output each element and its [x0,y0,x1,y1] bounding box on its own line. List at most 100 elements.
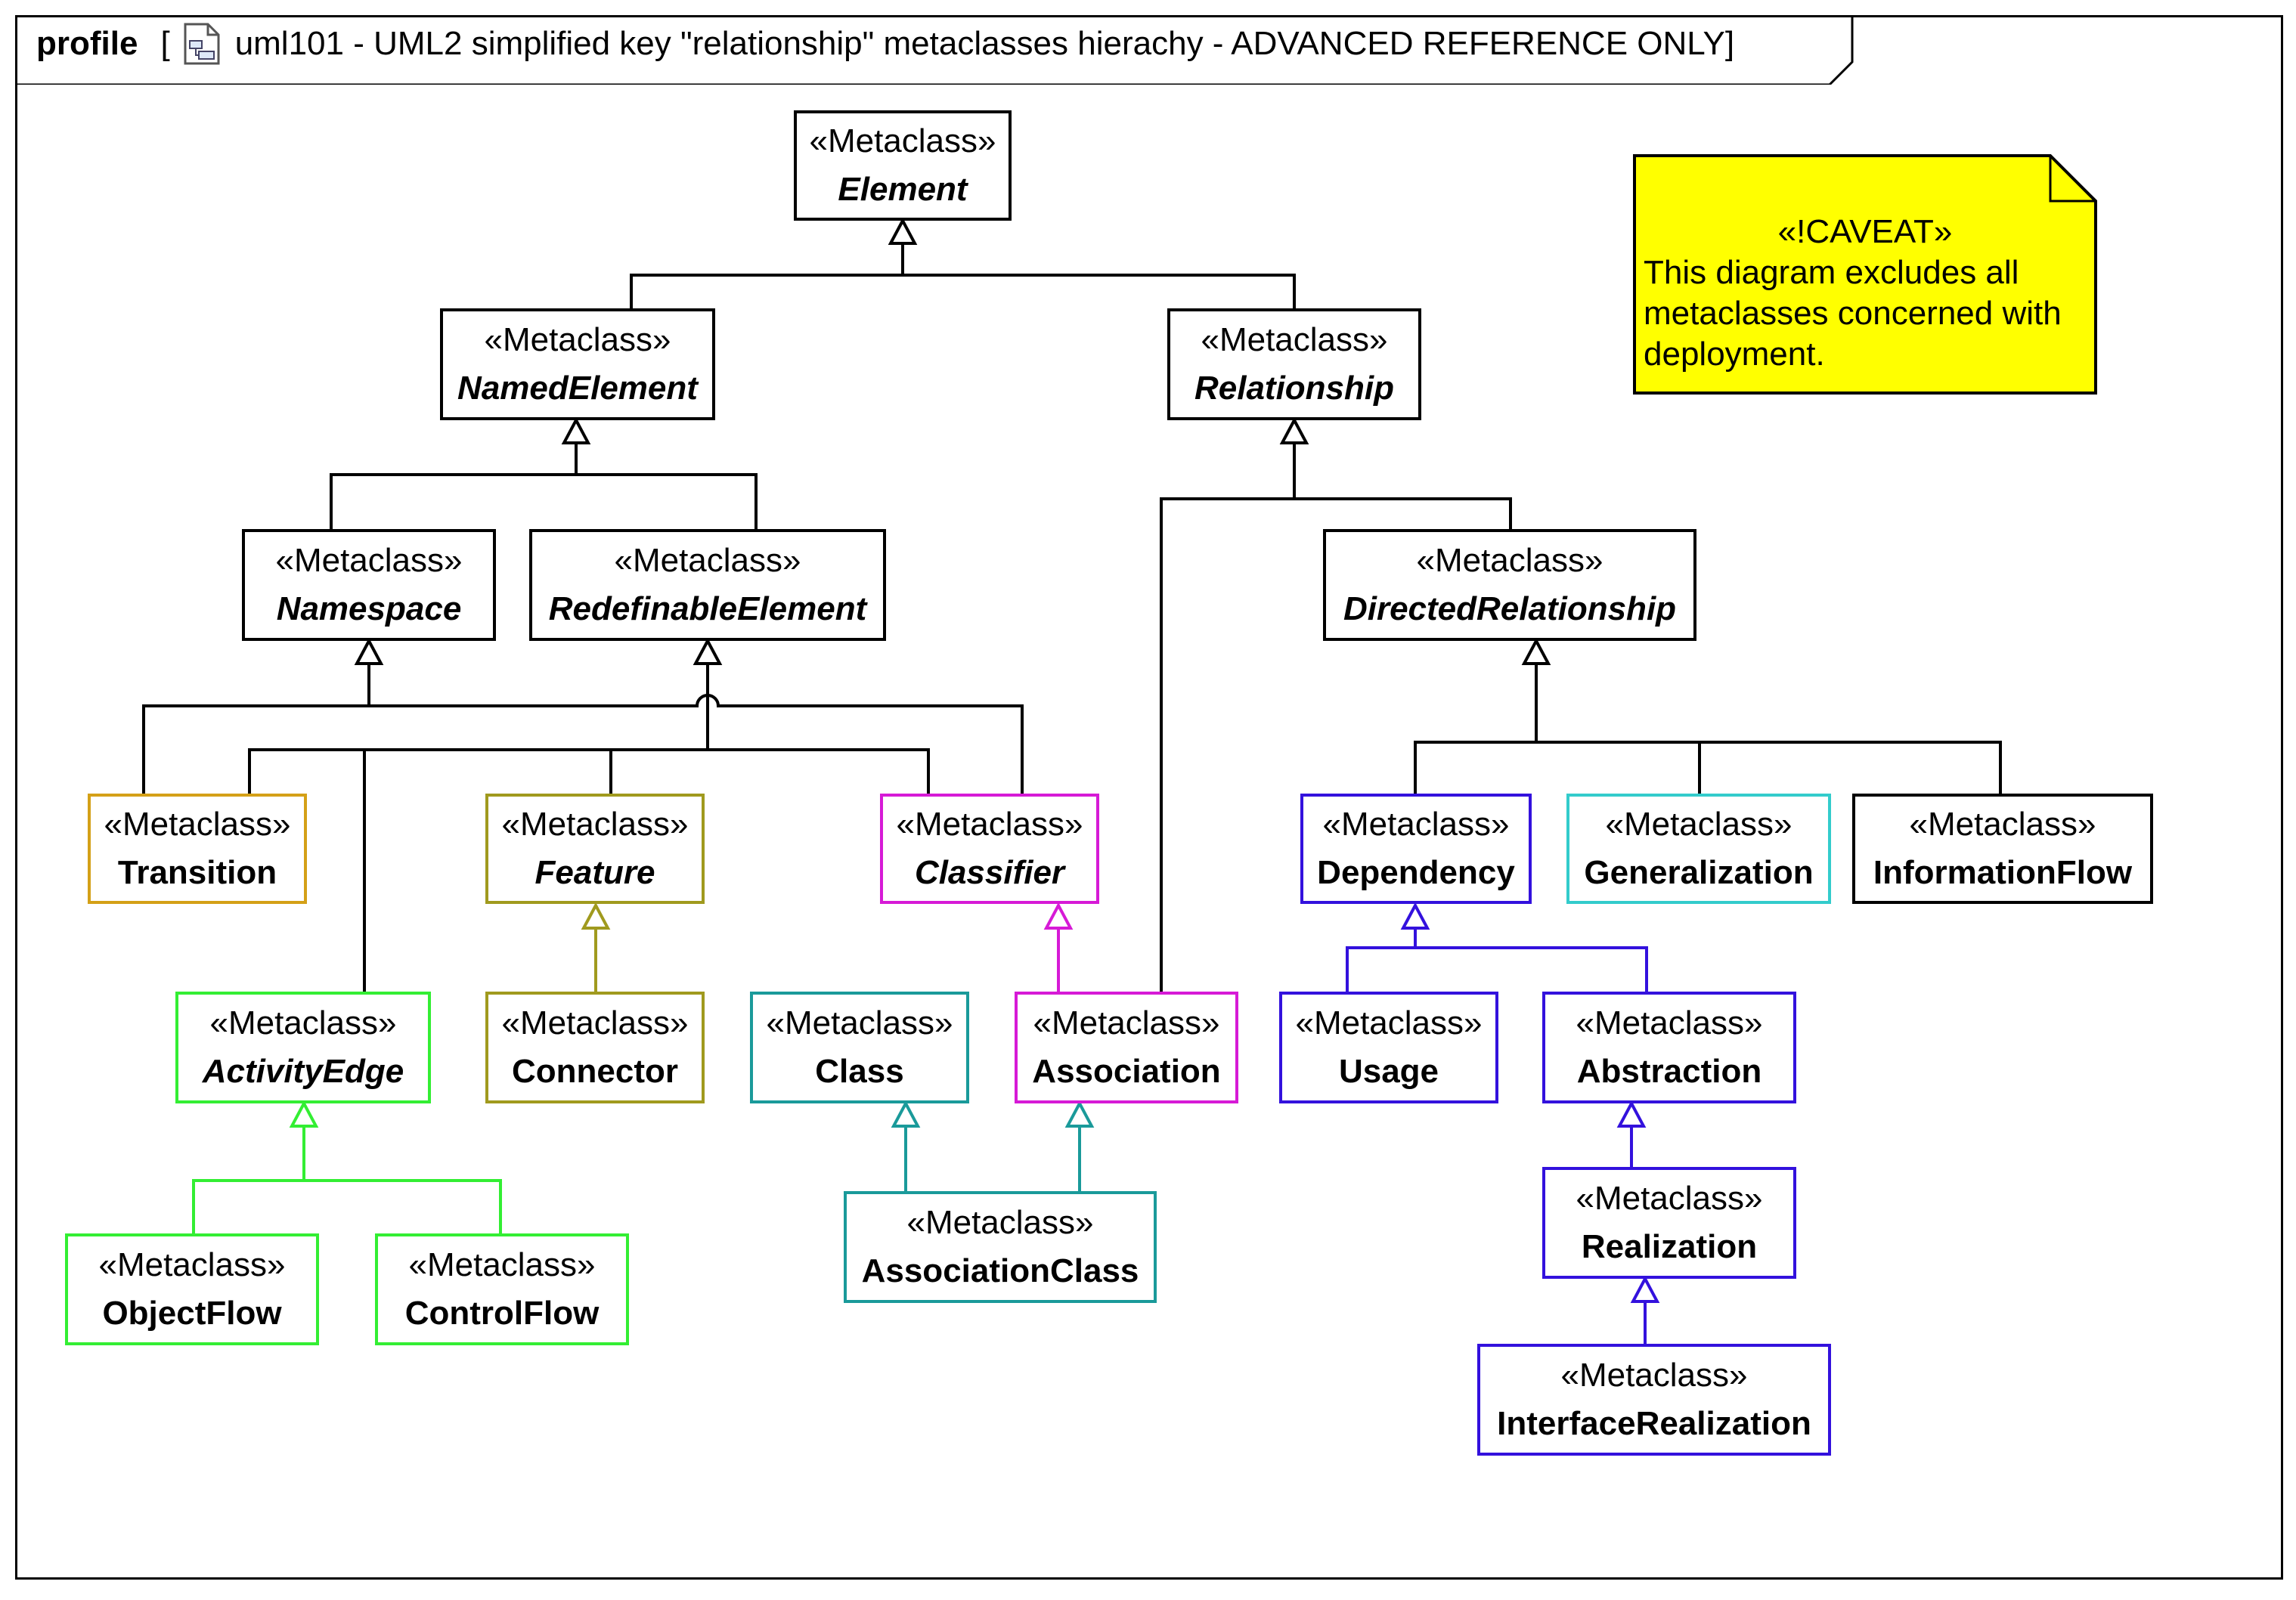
metaclass-stereotype: «Metaclass» [896,806,1083,843]
edge-namespace-bar-right [694,694,1024,794]
generalization-arrowhead [1043,902,1074,930]
metaclass-transition[interactable]: «Metaclass» Transition [88,794,307,904]
edge-redefinable-bar [248,748,930,794]
metaclass-association[interactable]: «Metaclass» Association [1015,992,1238,1103]
metaclass-activityedge[interactable]: «Metaclass»ActivityEdge [175,992,431,1103]
generalization-arrowhead [1521,637,1551,665]
metaclass-name: Realization [1581,1228,1758,1265]
metaclass-usage[interactable]: «Metaclass» Usage [1279,992,1498,1103]
generalization-arrowhead [581,902,611,930]
metaclass-relationship[interactable]: «Metaclass» Relationship [1167,308,1421,420]
metaclass-objectflow[interactable]: «Metaclass» ObjectFlow [65,1233,319,1345]
diagram-frame [15,15,2283,1580]
edge-activityedge-children [192,1179,502,1233]
generalization-arrowhead [1279,416,1309,444]
metaclass-name: ObjectFlow [102,1295,282,1332]
metaclass-namedelement[interactable]: «Metaclass»NamedElement [440,308,715,420]
metaclass-name: InterfaceRealization [1497,1405,1811,1442]
metaclass-name: DirectedRelationship [1343,590,1677,627]
metaclass-classifier[interactable]: «Metaclass» Classifier [880,794,1099,904]
generalization-arrowhead [289,1100,319,1128]
frame-header: profile [ uml101 - UML2 simplified key "… [36,21,1734,67]
metaclass-namespace[interactable]: «Metaclass» Namespace [242,529,496,641]
metaclass-stereotype: «Metaclass» [408,1246,596,1283]
metaclass-stereotype: «Metaclass» [1033,1004,1220,1041]
metaclass-stereotype: «Metaclass» [1605,806,1792,843]
metaclass-stereotype: «Metaclass» [1909,806,2096,843]
note-body: This diagram excludes all metaclasses co… [1644,254,2062,373]
metaclass-stereotype: «Metaclass» [501,806,689,843]
metaclass-stereotype: «Metaclass» [906,1204,1094,1241]
metaclass-name: Association [1032,1053,1221,1090]
caveat-note[interactable]: «!CAVEAT» This diagram excludes all meta… [1633,154,2097,395]
metaclass-feature[interactable]: «Metaclass» Feature [485,794,705,904]
metaclass-name: NamedElement [457,370,698,407]
metaclass-name: Usage [1338,1053,1439,1090]
metaclass-name: Dependency [1317,854,1515,891]
metaclass-dependency[interactable]: «Metaclass» Dependency [1300,794,1532,904]
metaclass-name: Connector [512,1053,678,1090]
metaclass-name: Classifier [914,854,1065,891]
metaclass-stereotype: «Metaclass» [1576,1004,1763,1041]
metaclass-name: Transition [117,854,277,891]
frame-tab-outline [15,15,1854,85]
generalization-arrowhead [1400,902,1430,930]
edge-relationship-children [1160,497,1512,992]
metaclass-name: Relationship [1194,370,1395,407]
metaclass-stereotype: «Metaclass» [1295,1004,1483,1041]
metaclass-stereotype: «Metaclass» [614,542,801,579]
metaclass-stereotype: «Metaclass» [98,1246,286,1283]
metaclass-name: Namespace [276,590,462,627]
metaclass-name: InformationFlow [1873,854,2133,891]
metaclass-stereotype: «Metaclass» [209,1004,397,1041]
metaclass-element[interactable]: «Metaclass» Element [794,110,1012,221]
metaclass-class[interactable]: «Metaclass» Class [750,992,969,1103]
generalization-arrowhead [1616,1100,1647,1128]
generalization-arrowhead [561,416,591,444]
note-shape [1633,154,2097,395]
metaclass-redefinableelement[interactable]: «Metaclass» RedefinableElement [529,529,886,641]
metaclass-connector[interactable]: «Metaclass» Connector [485,992,705,1103]
diagram-title: uml101 - UML2 simplified key "relationsh… [234,25,1735,62]
metaclass-stereotype: «Metaclass» [1322,806,1510,843]
metaclass-name: Feature [534,854,655,891]
edge-element-children [630,274,1296,308]
metaclass-stereotype: «Metaclass» [809,122,996,159]
metaclass-name: Abstraction [1576,1053,1762,1090]
metaclass-informationflow[interactable]: «Metaclass» InformationFlow [1852,794,2153,904]
metaclass-stereotype: «Metaclass» [1576,1180,1763,1217]
edge-namespace-bar-left [142,704,694,794]
metaclass-stereotype: «Metaclass» [1560,1357,1748,1394]
metaclass-directedrelationship[interactable]: «Metaclass» DirectedRelationship [1323,529,1696,641]
generalization-arrowhead [888,217,918,245]
metaclass-stereotype: «Metaclass» [104,806,291,843]
metaclass-realization[interactable]: «Metaclass» Realization [1542,1167,1796,1279]
metaclass-name: Element [838,171,968,208]
metaclass-stereotype: «Metaclass» [275,542,463,579]
metaclass-stereotype: «Metaclass» [1201,321,1388,358]
note-stereotype: «!CAVEAT» [1777,213,1953,250]
generalization-arrowhead [1630,1275,1660,1303]
metaclass-generalization[interactable]: «Metaclass»Generalization [1566,794,1831,904]
generalization-arrowhead [693,637,723,665]
metaclass-name: AssociationClass [861,1252,1139,1289]
edge-dependency-children [1346,946,1648,992]
generalization-arrowhead [891,1100,921,1128]
metaclass-name: Class [815,1053,904,1090]
frame-kind-label: profile [36,25,138,62]
metaclass-stereotype: «Metaclass» [1416,542,1603,579]
metaclass-stereotype: «Metaclass» [501,1004,689,1041]
metaclass-stereotype: «Metaclass» [766,1004,953,1041]
metaclass-controlflow[interactable]: «Metaclass»ControlFlow [375,1233,629,1345]
metaclass-abstraction[interactable]: «Metaclass» Abstraction [1542,992,1796,1103]
metaclass-interfacerealization[interactable]: «Metaclass» InterfaceRealization [1477,1344,1831,1456]
metaclass-associationclass[interactable]: «Metaclass» AssociationClass [844,1191,1157,1303]
generalization-arrowhead [354,637,384,665]
edge-directed-children [1414,741,2002,794]
diagram-icon [181,21,223,67]
metaclass-name: RedefinableElement [548,590,867,627]
edge-namedelement-children [330,473,758,529]
frame-open-bracket: [ [160,25,170,62]
